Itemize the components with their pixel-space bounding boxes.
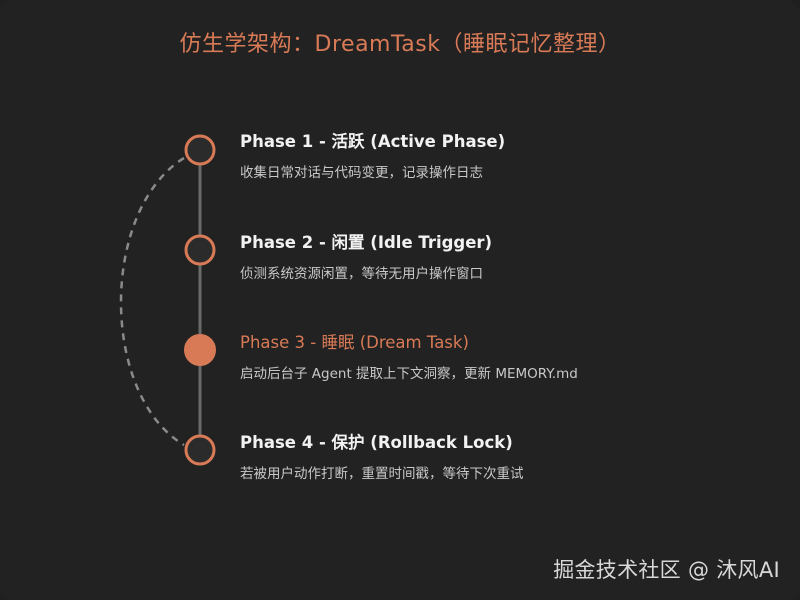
phase-4-title: Phase 4 - 保护 (Rollback Lock)	[240, 433, 513, 452]
phase-2-title: Phase 2 - 闲置 (Idle Trigger)	[240, 233, 493, 252]
phase-2-node	[184, 234, 216, 266]
phase-2-description: 侦测系统资源闲置，等待无用户操作窗口	[240, 266, 483, 282]
phase-1-node	[184, 134, 216, 166]
phase-3-node-active	[184, 334, 216, 366]
phase-3-description: 启动后台子 Agent 提取上下文洞察，更新 MEMORY.md	[240, 366, 578, 382]
phase-2-block: Phase 2 - 闲置 (Idle Trigger) 侦测系统资源闲置，等待无…	[240, 229, 492, 282]
phase-1-description: 收集日常对话与代码变更，记录操作日志	[240, 165, 483, 181]
phase-4-node	[184, 434, 216, 466]
phase-1-block: Phase 1 - 活跃 (Active Phase) 收集日常对话与代码变更，…	[240, 128, 505, 181]
phase-4-block: Phase 4 - 保护 (Rollback Lock) 若被用户动作打断，重置…	[240, 429, 524, 482]
phase-3-block: Phase 3 - 睡眠 (Dream Task) 启动后台子 Agent 提取…	[240, 329, 578, 382]
phase-3-title: Phase 3 - 睡眠 (Dream Task)	[240, 333, 469, 352]
phase-4-description: 若被用户动作打断，重置时间戳，等待下次重试	[240, 466, 524, 482]
watermark: 掘金技术社区 @ 沐风AI	[553, 558, 780, 582]
loop-back-dashed-arrow	[119, 156, 185, 447]
diagram-title: 仿生学架构：DreamTask（睡眠记忆整理）	[179, 32, 621, 57]
phase-1-title: Phase 1 - 活跃 (Active Phase)	[240, 132, 506, 151]
